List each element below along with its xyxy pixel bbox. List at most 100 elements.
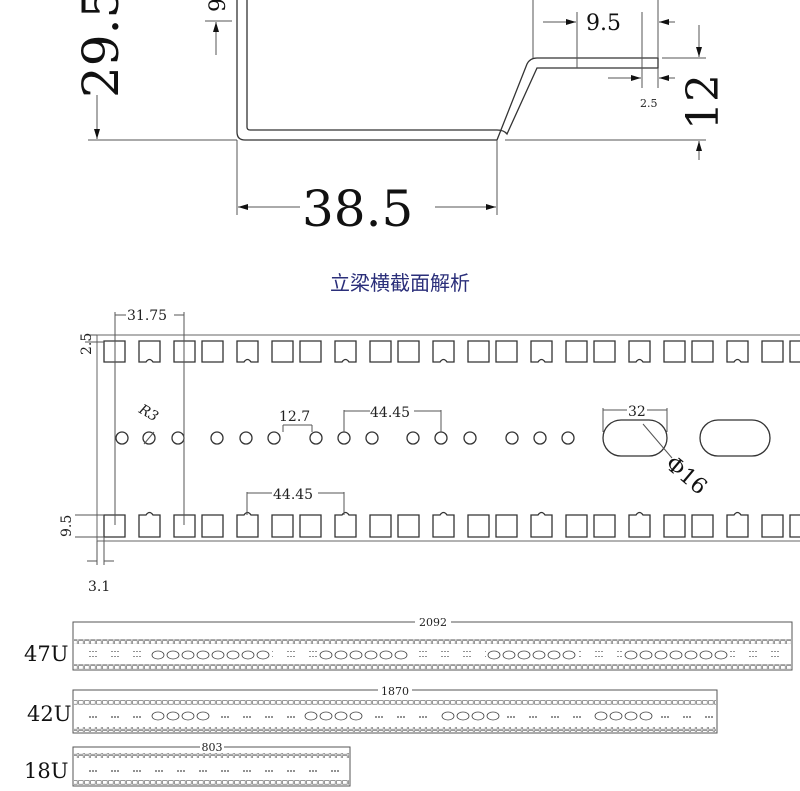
- dim-slot-diameter-label: Φ16: [660, 451, 711, 500]
- slot-hole: [639, 711, 653, 721]
- rail-18u: 18U 803: [24, 741, 351, 787]
- rail-label: 47U: [24, 642, 68, 666]
- dim-flange-label: 9.5: [586, 11, 621, 36]
- slot-hole: [319, 711, 333, 721]
- slot-hole: [394, 650, 408, 660]
- slot-hole: [364, 650, 378, 660]
- dimension-top-margin: 2.5: [79, 333, 104, 355]
- slot-hole: [181, 650, 195, 660]
- square-hole: [663, 514, 686, 538]
- round-hole: [406, 431, 420, 445]
- round-hole: [505, 431, 519, 445]
- slot-hole: [669, 650, 683, 660]
- slot-hole: [166, 650, 180, 660]
- square-hole: [726, 511, 749, 538]
- slot-hole: [241, 650, 255, 660]
- slot-hole: [441, 711, 455, 721]
- round-hole: [309, 431, 323, 445]
- square-hole: [299, 514, 322, 538]
- slot-hole: [699, 419, 771, 457]
- dimension-small-top: 9: [205, 0, 232, 55]
- slot-hole: [471, 711, 485, 721]
- rail-length: 803: [202, 741, 223, 754]
- dimension-u-spacing-bottom: 44.45: [246, 487, 345, 515]
- square-hole: [138, 340, 161, 363]
- dim-small-top-label: 9: [206, 0, 231, 12]
- slot-hole: [624, 711, 638, 721]
- slot-hole: [456, 711, 470, 721]
- square-hole: [789, 340, 800, 363]
- square-hole: [467, 340, 490, 363]
- slot-hole: [304, 711, 318, 721]
- round-hole: [434, 431, 448, 445]
- square-hole: [369, 340, 392, 363]
- slot-hole: [151, 711, 165, 721]
- slot-hole: [334, 711, 348, 721]
- square-hole: [299, 340, 322, 363]
- slot-hole: [334, 650, 348, 660]
- round-hole: [210, 431, 224, 445]
- square-hole: [103, 514, 126, 538]
- square-hole: [593, 514, 616, 538]
- slot-hole: [639, 650, 653, 660]
- slot-hole: [547, 650, 561, 660]
- square-hole: [565, 340, 588, 363]
- square-hole: [334, 511, 357, 538]
- rail-42u: 42U 1870: [27, 685, 718, 734]
- slot-hole: [349, 711, 363, 721]
- dimension-offset: 12: [505, 25, 729, 160]
- dimension-thickness: 2.5: [608, 68, 675, 110]
- square-hole: [334, 340, 357, 363]
- square-hole: [467, 514, 490, 538]
- slot-hole: [602, 419, 668, 457]
- slot-hole: [151, 650, 165, 660]
- dim-height-label: 29.5: [72, 0, 130, 98]
- rail-label: 42U: [27, 702, 71, 726]
- dim-offset-label: 12: [678, 74, 729, 130]
- dim-radius-label: R3: [135, 401, 161, 425]
- square-hole: [201, 514, 224, 538]
- square-hole: [397, 514, 420, 538]
- dim-u-spacing-bottom-label: 44.45: [273, 487, 313, 503]
- dim-hole-spacing-label: 12.7: [279, 409, 310, 425]
- square-hole: [663, 340, 686, 363]
- square-hole: [761, 514, 784, 538]
- dimension-slot: 32 Φ16: [602, 404, 711, 500]
- square-hole: [173, 340, 196, 363]
- slot-hole: [609, 711, 623, 721]
- square-hole: [495, 514, 518, 538]
- slot-hole: [684, 650, 698, 660]
- slot-hole: [714, 650, 728, 660]
- rail-47u: 47U 2092: [24, 616, 793, 671]
- square-hole: [593, 340, 616, 363]
- square-hole: [236, 511, 259, 538]
- dim-edge-label: 3.1: [88, 579, 110, 595]
- rail-detail: [96, 334, 800, 542]
- square-hole: [271, 514, 294, 538]
- square-hole: [530, 511, 553, 538]
- dimension-pitch: 31.75: [114, 308, 185, 525]
- slot-hole: [699, 650, 713, 660]
- slot-hole: [211, 650, 225, 660]
- square-hole: [397, 340, 420, 363]
- square-holes: [103, 340, 800, 538]
- rail-label: 18U: [24, 759, 68, 783]
- round-hole: [267, 431, 281, 445]
- round-hole: [171, 431, 185, 445]
- square-hole: [691, 340, 714, 363]
- slot-hole: [517, 650, 531, 660]
- slot-hole: [654, 650, 668, 660]
- round-hole: [463, 431, 477, 445]
- square-hole: [761, 340, 784, 363]
- round-hole: [365, 431, 379, 445]
- slot-hole: [196, 711, 210, 721]
- dimension-edge: 3.1: [87, 537, 114, 595]
- section-title: 立梁横截面解析: [330, 271, 470, 295]
- dimension-square: 9.5: [59, 514, 104, 538]
- square-hole: [628, 511, 651, 538]
- slot-hole: [181, 711, 195, 721]
- radius-leader: [143, 431, 155, 445]
- slot-hole: [319, 650, 333, 660]
- square-hole: [138, 511, 161, 538]
- slot-hole: [562, 650, 576, 660]
